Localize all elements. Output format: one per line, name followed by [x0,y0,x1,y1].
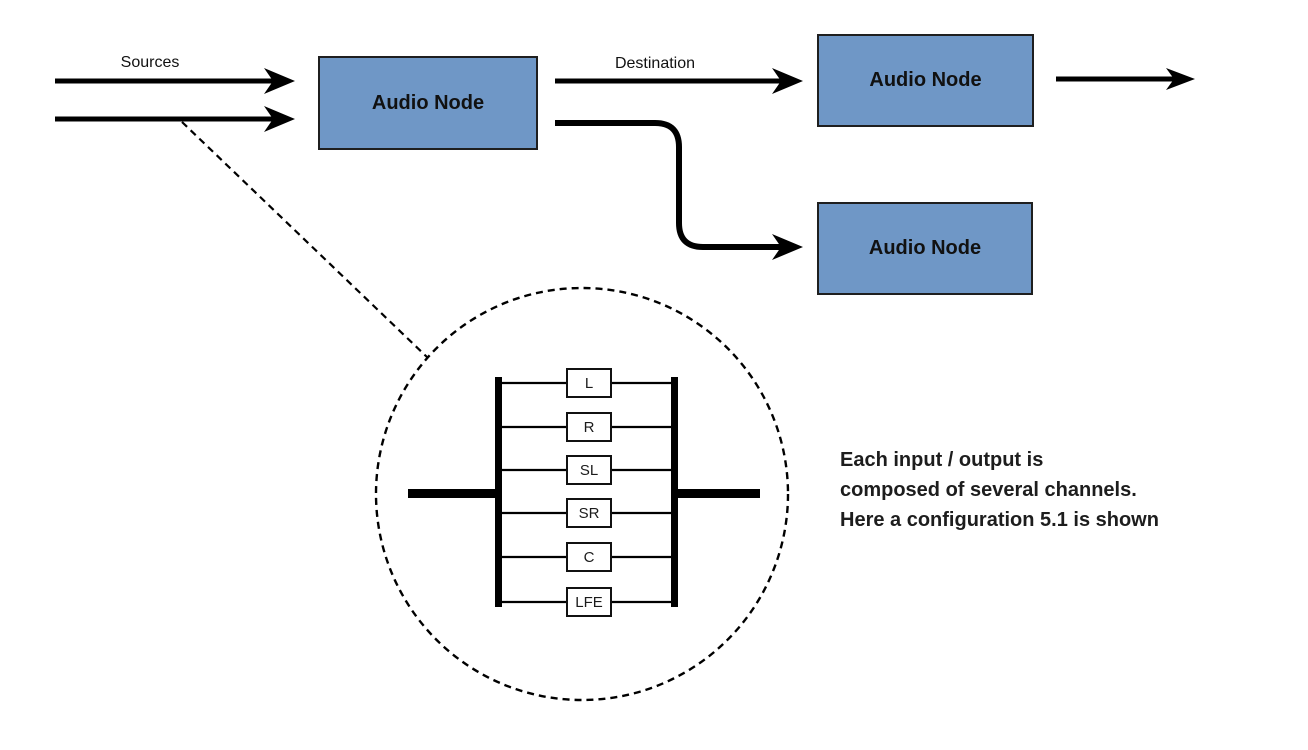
channel-label-sr: SR [578,504,600,522]
output-arrowhead [1166,68,1195,90]
annotation-text: Each input / output is composed of sever… [840,445,1159,535]
channel-label-sl: SL [579,461,599,479]
source-arrowhead-2 [264,106,295,132]
audio-node-bottom-right: Audio Node [817,202,1033,295]
channel-box-sr: SR [566,498,612,528]
channel-box-lfe: LFE [566,587,612,617]
destination-arrowhead [772,68,803,94]
channel-box-r: R [566,412,612,442]
source-arrowhead-1 [264,68,295,94]
channel-label-lfe: LFE [575,593,603,611]
channel-label-c: C [583,548,595,566]
channel-label-l: L [584,374,594,392]
audio-node-bottom-right-label: Audio Node [868,237,982,259]
channel-box-l: L [566,368,612,398]
sources-label: Sources [120,54,180,71]
annotation-line-1: Each input / output is [840,449,1044,471]
channel-box-c: C [566,542,612,572]
bus-bar-right [671,377,678,607]
channel-label-r: R [583,418,595,436]
annotation-line-3: Here a configuration 5.1 is shown [840,509,1159,531]
branch-arrowhead [772,234,803,260]
bus-output-line [673,489,760,498]
audio-node-source-label: Audio Node [371,91,485,114]
zoom-circle [374,286,790,702]
bus-input-line [408,489,500,498]
bus-bar-left [495,377,502,607]
annotation-line-2: composed of several channels. [840,479,1137,501]
audio-node-top-right: Audio Node [817,34,1034,127]
audio-node-source: Audio Node [318,56,538,150]
destination-label: Destination [614,55,696,72]
branch-curve-line [555,120,782,250]
channel-box-sl: SL [566,455,612,485]
audio-node-top-right-label: Audio Node [869,69,982,91]
zoom-leader-dashed-line [181,121,429,359]
